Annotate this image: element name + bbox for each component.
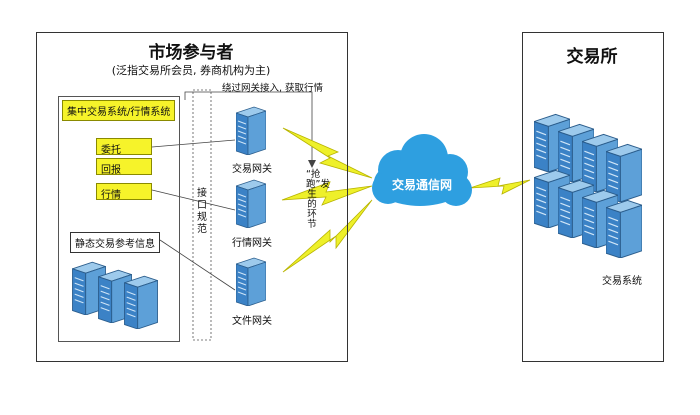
member-system-box <box>58 96 180 342</box>
trade-gateway-label: 交易网关 <box>232 164 272 175</box>
network-label: 交易通信网 <box>392 178 453 192</box>
report-box: 回报 <box>96 158 152 176</box>
bolt-quote-icon <box>281 181 373 206</box>
market-title: 市场参与者 <box>148 43 234 63</box>
order-box: 委托 <box>96 138 152 156</box>
grab-note: “抢跑”发生的环节 <box>306 169 330 230</box>
bolt-trade-icon <box>282 127 373 179</box>
bolt-file-icon <box>282 199 373 273</box>
connector-lines <box>151 91 313 291</box>
bolt-exchange-icon <box>469 177 531 195</box>
quote-box: 行情 <box>96 183 152 201</box>
exchange-system-label: 交易系统 <box>602 276 642 287</box>
interface-column <box>192 89 212 341</box>
bypass-arrowhead <box>308 160 316 168</box>
system-label: 集中交易系统/行情系统 <box>62 100 176 121</box>
market-panel <box>36 32 348 362</box>
file-gateway-label: 文件网关 <box>232 316 272 327</box>
quote-gateway-label: 行情网关 <box>232 238 272 249</box>
interface-label: 接口规范 <box>197 188 207 235</box>
market-subtitle: (泛指交易所会员, 券商机构为主) <box>111 64 271 77</box>
static-info-box: 静态交易参考信息 <box>70 232 160 253</box>
bypass-note: 绕过网关接入, 获取行情 <box>222 83 324 94</box>
exchange-title: 交易所 <box>566 47 618 67</box>
network-cloud-icon <box>372 134 472 206</box>
exchange-panel <box>522 32 664 362</box>
